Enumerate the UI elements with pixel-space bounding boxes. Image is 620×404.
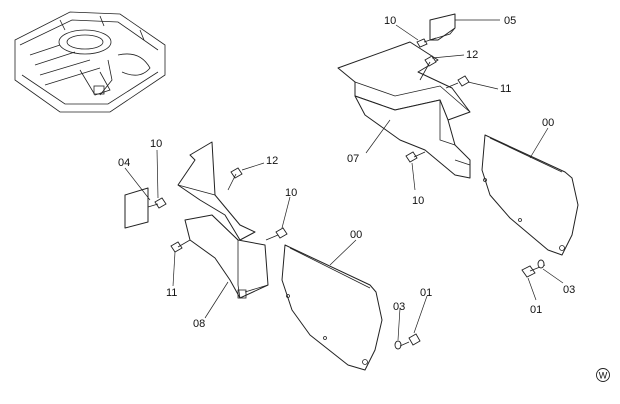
fasteners xyxy=(147,37,546,350)
callout-10-mid: 10 xyxy=(412,195,424,207)
callout-00-right: 00 xyxy=(542,117,554,129)
part-08-cover xyxy=(177,141,269,299)
callout-11-top: 11 xyxy=(500,83,511,95)
callout-01-mid: 01 xyxy=(420,287,432,299)
callout-03-right: 03 xyxy=(563,284,575,296)
callout-07: 07 xyxy=(347,153,359,165)
callout-05: 05 xyxy=(504,15,516,27)
leader-lines xyxy=(124,19,564,341)
callout-00-mid: 00 xyxy=(350,229,362,241)
callout-03-mid: 03 xyxy=(393,301,405,313)
callout-10-top: 10 xyxy=(384,15,396,27)
part-00-panel-mid xyxy=(281,244,383,371)
part-07-cover xyxy=(337,41,471,179)
callout-04: 04 xyxy=(118,157,130,169)
callout-labels: 05 10 12 11 07 10 00 03 01 04 10 12 10 1… xyxy=(118,15,575,330)
callout-12-top: 12 xyxy=(466,49,478,61)
callout-11-left: 11 xyxy=(166,287,177,299)
part-00-panel-right xyxy=(481,134,579,256)
callout-10-left2: 10 xyxy=(285,187,297,199)
callout-08: 08 xyxy=(193,318,205,330)
part-04-plate xyxy=(124,187,149,229)
watermark-badge: W xyxy=(596,368,610,382)
callout-12-left: 12 xyxy=(266,155,278,167)
part-05-bracket xyxy=(429,13,456,41)
machine-overview-thumbnail xyxy=(14,11,166,113)
watermark-letter: W xyxy=(599,371,608,381)
callout-01-right: 01 xyxy=(530,304,542,316)
callout-10-left: 10 xyxy=(150,138,162,150)
